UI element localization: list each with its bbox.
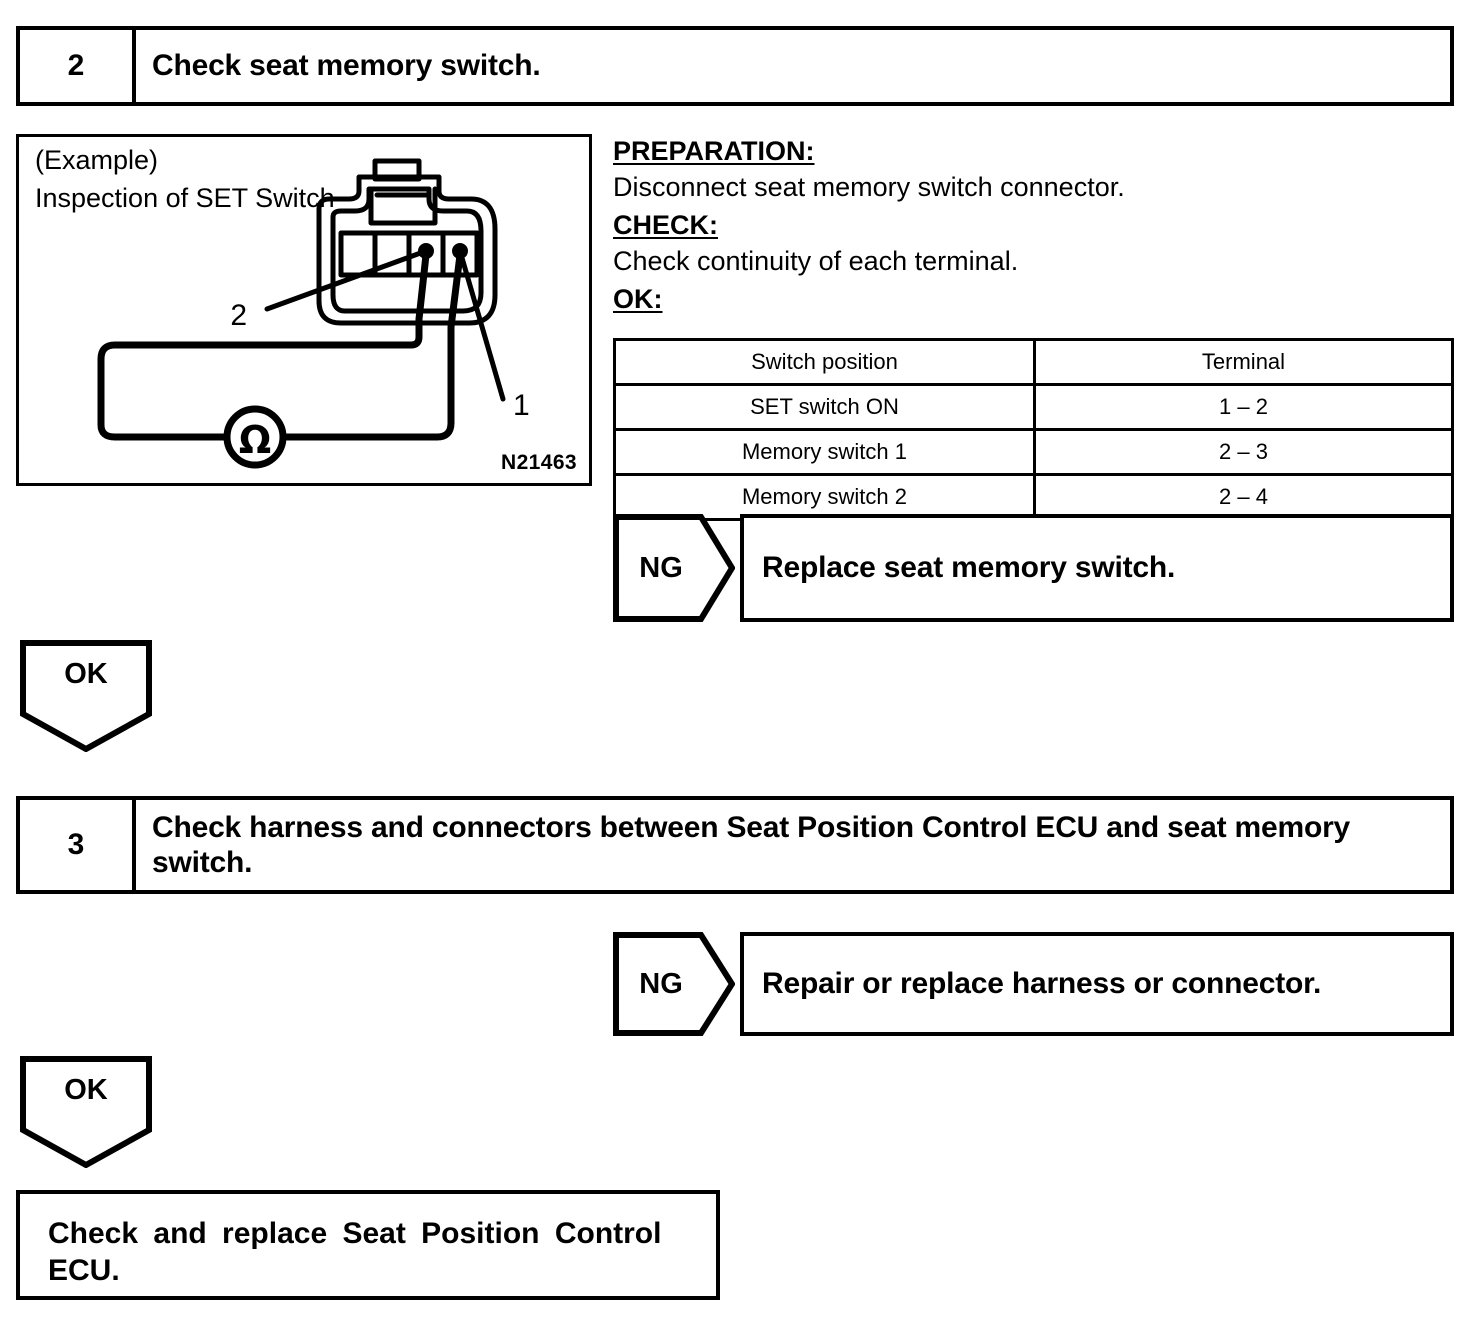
preparation-heading: PREPARATION: (613, 136, 815, 166)
instructions-block: PREPARATION: Disconnect seat memory swit… (613, 138, 1453, 313)
figure-id-label: N21463 (501, 451, 577, 474)
preparation-text: Disconnect seat memory switch connector. (613, 172, 1125, 202)
ohm-glyph: Ω (239, 418, 271, 462)
figure-caption-subject: Inspection of SET Switch (35, 183, 335, 213)
table-row: SET switch ON 1 – 2 (613, 383, 1454, 431)
table-header-row: Switch position Terminal (613, 338, 1454, 386)
ng-badge-1: NG (613, 514, 735, 622)
ng-branch-step-3: NG Repair or replace harness or connecto… (613, 932, 1454, 1036)
figure-caption-example: (Example) (35, 145, 159, 175)
column-header-terminal: Terminal (1033, 338, 1454, 386)
table-row: Memory switch 1 2 – 3 (613, 428, 1454, 476)
step-3-title: Check harness and connectors between Sea… (152, 810, 1351, 879)
ok-label-1: OK (64, 658, 108, 690)
ng-action-box-1: Replace seat memory switch. (740, 514, 1454, 622)
ng-arrow-shape (613, 932, 735, 1036)
ng-action-box-2: Repair or replace harness or connector. (740, 932, 1454, 1036)
column-header-switch-position: Switch position (613, 338, 1036, 386)
callout-label-2: 2 (230, 299, 247, 332)
callout-label-1: 1 (513, 389, 530, 422)
cell-switch-position: Memory switch 1 (613, 428, 1036, 476)
check-text: Check continuity of each terminal. (613, 246, 1019, 276)
ok-badge-step-3: OK (20, 1056, 152, 1168)
ok-heading: OK: (613, 284, 663, 314)
continuity-spec-table: Switch position Terminal SET switch ON 1… (613, 338, 1454, 521)
ng-badge-2: NG (613, 932, 735, 1036)
cell-switch-position: SET switch ON (613, 383, 1036, 431)
ok-badge-step-2: OK (20, 640, 152, 752)
cell-terminal: 1 – 2 (1033, 383, 1454, 431)
ng-branch-step-2: NG Replace seat memory switch. (613, 514, 1454, 622)
cell-terminal: 2 – 3 (1033, 428, 1454, 476)
example-figure-panel: (Example) Inspection of SET Switch (16, 134, 592, 486)
step-2-box: 2 Check seat memory switch. (16, 26, 1454, 106)
ng-label-1: NG (639, 551, 683, 584)
table-row: Memory switch 2 2 – 4 (613, 473, 1454, 521)
ng-label-2: NG (639, 967, 683, 1000)
step-3-box: 3 Check harness and connectors between S… (16, 796, 1454, 894)
ng-arrow-shape (613, 514, 735, 622)
ok-arrow-shape (20, 1056, 152, 1168)
connector-inspection-diagram: Ω 2 1 (97, 158, 530, 469)
ohmmeter-symbol (223, 405, 287, 469)
step-3-number: 3 (20, 800, 136, 890)
check-heading: CHECK: (613, 210, 718, 240)
step-2-title: Check seat memory switch. (152, 49, 541, 83)
cell-terminal: 2 – 4 (1033, 473, 1454, 521)
ok-label-2: OK (64, 1074, 108, 1106)
step-2-number: 2 (20, 30, 136, 102)
final-action-box: Check and replace Seat Position Control … (16, 1190, 720, 1300)
cell-switch-position: Memory switch 2 (613, 473, 1036, 521)
final-action-line-1: Check and replace Seat Position Control (48, 1217, 662, 1250)
final-action-line-2: ECU. (48, 1253, 120, 1287)
ok-arrow-shape (20, 640, 152, 752)
